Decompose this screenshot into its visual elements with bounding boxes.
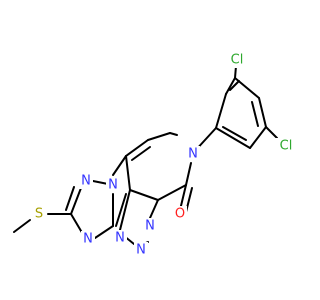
molecule-structure-diagram: Cl Cl N O N N N N N N S xyxy=(13,52,297,258)
bond xyxy=(115,193,127,227)
label-backdrop xyxy=(113,230,127,246)
atom-label-nitrogen: N xyxy=(115,231,125,246)
bond xyxy=(70,187,82,215)
label-backdrop xyxy=(32,206,46,222)
bond xyxy=(13,219,31,233)
bond xyxy=(229,80,240,91)
bond xyxy=(149,199,159,219)
atom-label-nitrogen: N xyxy=(136,243,146,258)
bond xyxy=(179,184,187,211)
bond xyxy=(215,93,227,129)
bond xyxy=(125,155,131,191)
bond xyxy=(125,139,149,157)
label-backdrop xyxy=(173,206,187,222)
atom-label-nitrogen: N xyxy=(145,219,155,234)
atom-label-nitrogen: N xyxy=(188,147,198,162)
bond xyxy=(94,225,114,239)
atom-label-oxygen: O xyxy=(175,207,185,222)
label-backdrop xyxy=(143,218,157,234)
bond xyxy=(258,97,267,128)
bond xyxy=(249,126,267,149)
label-backdrop xyxy=(226,52,248,68)
atom-label-sulfur: S xyxy=(35,207,43,222)
atom-label-nitrogen: N xyxy=(83,232,93,247)
bond xyxy=(169,132,178,136)
bond xyxy=(131,146,151,161)
label-backdrop xyxy=(106,177,120,193)
bond xyxy=(215,127,251,149)
label-backdrop xyxy=(275,138,297,154)
bond xyxy=(225,77,236,95)
atom-label-nitrogen: N xyxy=(81,174,91,189)
atom-label-chlorine: Cl xyxy=(280,139,293,154)
atom-label-chlorine: Cl xyxy=(231,53,244,68)
bond xyxy=(265,126,278,139)
label-backdrop xyxy=(81,231,95,247)
bond xyxy=(185,162,192,186)
atom-label-nitrogen: N xyxy=(108,178,118,193)
bond xyxy=(65,186,75,211)
label-backdrop xyxy=(79,173,93,189)
bond xyxy=(147,132,171,141)
bond xyxy=(112,155,127,176)
label-backdrop xyxy=(134,242,148,258)
atom-label-layer: Cl Cl N O N N N N N N S xyxy=(32,52,297,258)
bond-layer xyxy=(13,65,278,246)
bond xyxy=(119,189,131,231)
bond xyxy=(234,77,260,99)
bond xyxy=(129,189,159,201)
label-backdrop xyxy=(186,146,200,162)
bond xyxy=(251,101,259,127)
bond xyxy=(157,184,187,201)
bond xyxy=(222,126,247,141)
